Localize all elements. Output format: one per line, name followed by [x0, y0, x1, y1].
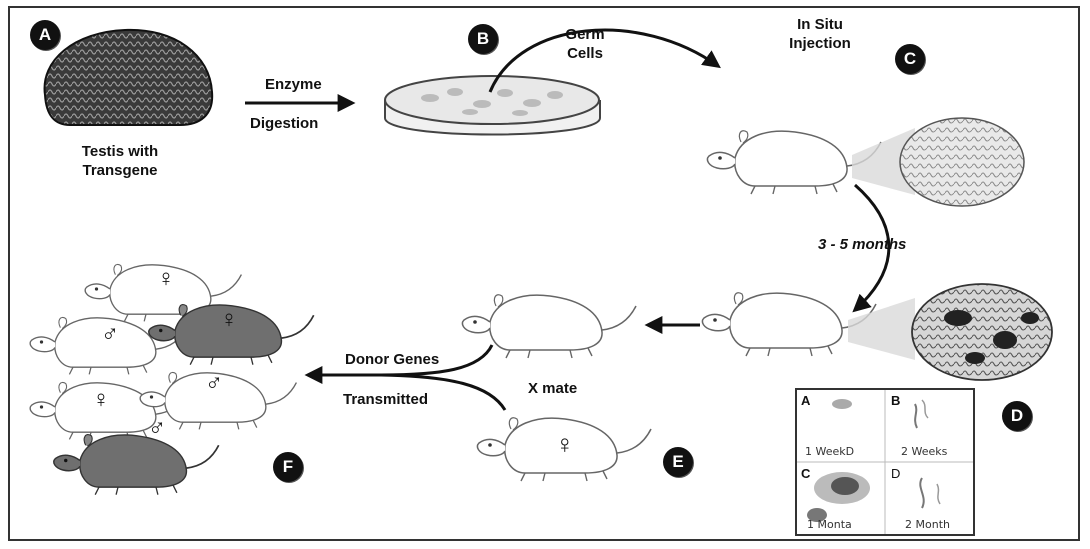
male-symbol: ♂ — [205, 368, 223, 398]
inset-caption-d: 2 Month — [905, 518, 950, 531]
testis-label: Testis with Transgene — [60, 143, 180, 181]
male-symbol: ♂ — [101, 319, 119, 349]
digestion-label: Digestion — [250, 115, 318, 134]
badge-d: D — [1002, 401, 1032, 431]
transmitted-label: Transmitted — [343, 391, 428, 410]
colonized-testis-d — [912, 284, 1052, 380]
germ-cells-label: Germ Cells — [560, 26, 610, 64]
inset-panel-a: A — [801, 393, 810, 408]
inset-caption-c: 1 Monta — [807, 518, 852, 531]
badge-e: E — [663, 447, 693, 477]
inset-panel-d: D — [891, 466, 900, 481]
testis-illustration — [45, 30, 213, 125]
donor-genes-label: Donor Genes — [345, 351, 439, 370]
injected-testis-c — [900, 118, 1024, 206]
badge-c: C — [895, 44, 925, 74]
in-situ-label: In Situ Injection — [780, 16, 860, 54]
female-symbol: ♀ — [92, 385, 110, 415]
female-symbol: ♀ — [555, 428, 575, 461]
months-label: 3 - 5 months — [818, 236, 906, 255]
micrograph-inset: A B C D 1 WeekD 2 Weeks 1 Monta 2 Month — [795, 388, 975, 536]
badge-f: F — [273, 452, 303, 482]
x-mate-label: X mate — [528, 380, 577, 399]
inset-panel-b: B — [891, 393, 900, 408]
inset-panel-c: C — [801, 466, 810, 481]
badge-a: A — [30, 20, 60, 50]
inset-caption-a: 1 WeekD — [805, 445, 854, 458]
male-symbol: ♂ — [148, 413, 166, 443]
offspring-group — [30, 264, 314, 494]
inset-caption-b: 2 Weeks — [901, 445, 947, 458]
inset-graphics — [797, 390, 973, 534]
female-symbol: ♀ — [220, 305, 238, 335]
badge-b: B — [468, 24, 498, 54]
enzyme-label: Enzyme — [265, 76, 322, 95]
female-symbol: ♀ — [157, 264, 175, 294]
